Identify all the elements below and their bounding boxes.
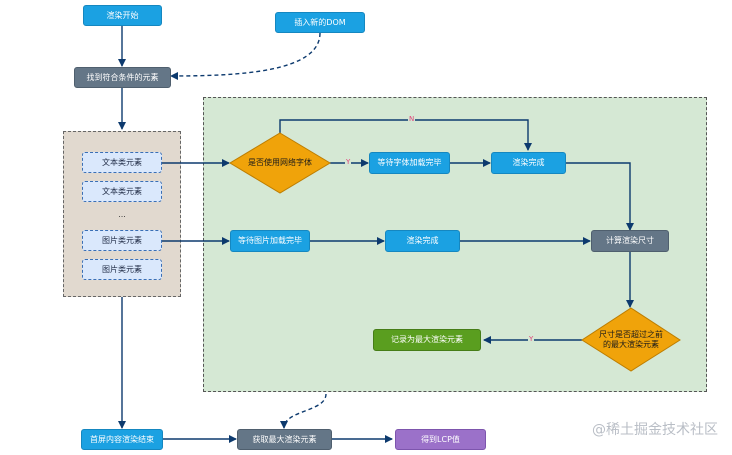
- text-element-item: 文本类元素: [82, 181, 162, 202]
- calc-render-size-node: 计算渲染尺寸: [591, 230, 669, 252]
- record-max-node: 记录为最大渲染元素: [373, 329, 481, 351]
- render-done-image-node: 渲染完成: [385, 230, 460, 252]
- get-max-node: 获取最大渲染元素: [237, 429, 332, 450]
- edge-insert-to-find: [170, 32, 321, 80]
- get-lcp-node: 得到LCP值: [395, 429, 486, 450]
- edge-label-no: N: [408, 115, 416, 123]
- edge-label-yes-exceeds: Y: [528, 335, 535, 343]
- use-web-font-label: 是否使用网络字体: [248, 158, 312, 167]
- edge-done-to-calc: [566, 162, 634, 231]
- size-exceeds-line2: 的最大渲染元素: [603, 340, 659, 349]
- watermark: @稀土掘金技术社区: [592, 422, 718, 438]
- size-exceeds-line1: 尺寸是否超过之前: [599, 330, 663, 339]
- image-element-item: 图片类元素: [82, 259, 162, 280]
- render-done-font-node: 渲染完成: [491, 152, 566, 174]
- ellipsis-label: ...: [118, 210, 126, 219]
- image-element-item: 图片类元素: [82, 230, 162, 251]
- edge-panel-to-getmax: [280, 393, 327, 429]
- first-screen-done-node: 首屏内容渲染结束: [81, 429, 163, 450]
- insert-dom-node: 插入新的DOM: [275, 12, 365, 33]
- size-exceeds-label: 尺寸是否超过之前 的最大渲染元素: [592, 329, 670, 351]
- size-exceeds-diamond: [581, 307, 681, 372]
- find-elements-node: 找到符合条件的元素: [74, 67, 171, 88]
- edge-webfont-no: [279, 119, 532, 151]
- render-start-node: 渲染开始: [83, 5, 162, 26]
- wait-font-loaded-node: 等待字体加载完毕: [369, 152, 450, 174]
- wait-image-loaded-node: 等待图片加载完毕: [230, 230, 310, 252]
- edge-label-yes: Y: [345, 158, 352, 166]
- text-element-item: 文本类元素: [82, 152, 162, 173]
- use-web-font-diamond: [229, 132, 331, 194]
